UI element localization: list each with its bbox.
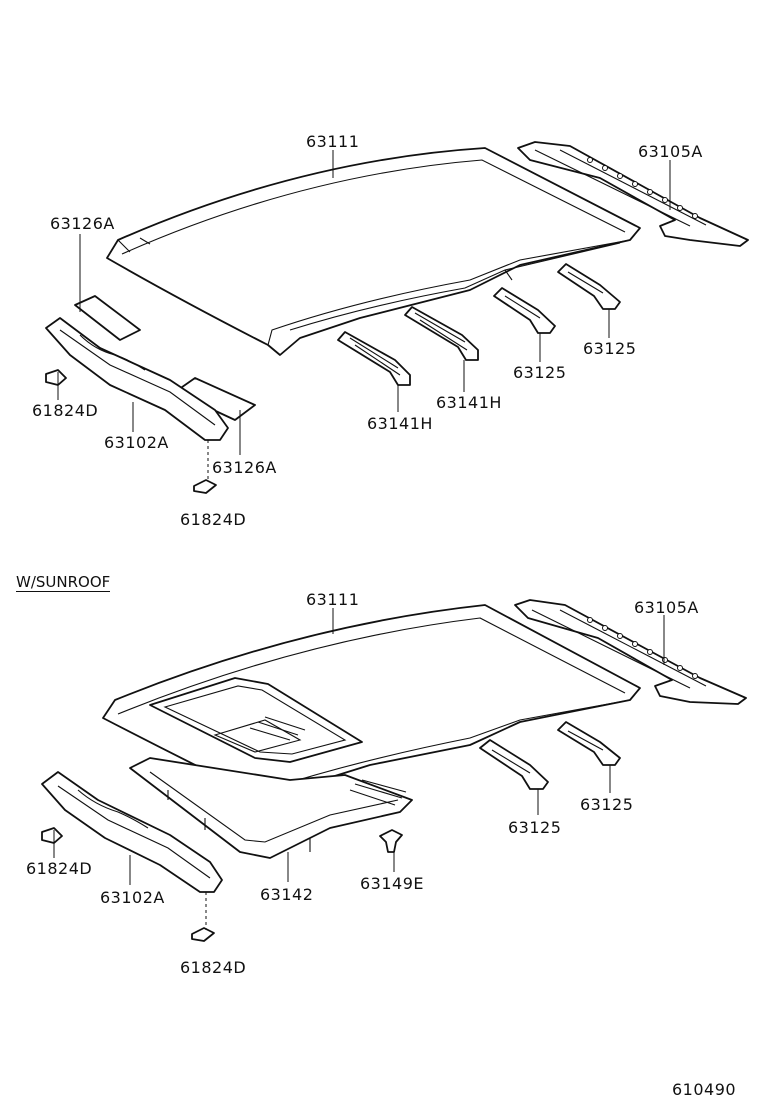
front-header-top — [45, 317, 229, 441]
label-clip-bottom: 61824D — [180, 510, 247, 529]
clip-63149e — [379, 829, 403, 853]
label-clip-left-sunroof: 61824D — [26, 859, 93, 878]
rear-header-top — [517, 141, 749, 247]
clip-sunroof-bottom — [191, 927, 215, 942]
sunroof-reinforcement — [129, 757, 413, 859]
diagram-number: 610490 — [672, 1080, 737, 1099]
clip-top-left — [45, 369, 67, 386]
front-header-sunroof — [41, 771, 223, 893]
label-clip-63149e: 63149E — [360, 874, 425, 893]
label-bow-3-sunroof: 63125 — [508, 818, 562, 837]
label-roof-panel-sunroof: 63111 — [306, 590, 360, 609]
label-front-header-sunroof: 63102A — [100, 888, 165, 907]
label-clip-left: 61824D — [32, 401, 99, 420]
roof-bows-sunroof — [479, 721, 621, 790]
label-roof-panel: 63111 — [306, 132, 360, 151]
roof-bows-top — [337, 263, 621, 386]
label-front-header: 63102A — [104, 433, 169, 452]
clip-sunroof-left — [41, 827, 63, 844]
label-bow-4: 63125 — [583, 339, 637, 358]
label-bow-4-sunroof: 63125 — [580, 795, 634, 814]
label-front-pad-left: 63126A — [50, 214, 115, 233]
leaders-sunroof — [53, 608, 665, 930]
rear-header-sunroof — [514, 599, 747, 705]
label-front-pad-right: 63126A — [212, 458, 277, 477]
label-bow-1: 63141H — [367, 414, 433, 433]
roof-panel-sunroof — [102, 604, 641, 809]
leaders-top — [57, 150, 671, 480]
label-bow-3: 63125 — [513, 363, 567, 382]
label-sunroof-reinforcement: 63142 — [260, 885, 314, 904]
label-rear-header-sunroof: 63105A — [634, 598, 699, 617]
clip-top-bottom — [193, 479, 217, 494]
label-bow-2: 63141H — [436, 393, 502, 412]
label-rear-header: 63105A — [638, 142, 703, 161]
label-clip-bottom-sunroof: 61824D — [180, 958, 247, 977]
section-title-sunroof: W/SUNROOF — [16, 573, 111, 592]
roof-panel-top — [106, 147, 641, 356]
